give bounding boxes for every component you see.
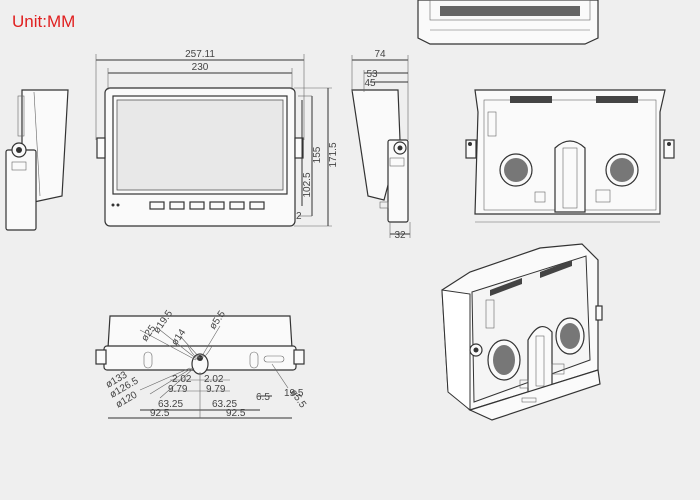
dim-height-body: 155 <box>312 146 323 163</box>
dim-92-5-left: 92.5 <box>150 408 170 419</box>
dim-width-total: 257.11 <box>185 49 215 60</box>
iso-speaker-left <box>487 339 521 381</box>
dim-height-screen: 102.5 <box>302 172 313 197</box>
side-view: 74 53 45 32 <box>351 49 411 241</box>
dim-2-02-left: 2.02 <box>172 374 192 385</box>
iso-speaker-right <box>555 317 585 355</box>
front-view: 257.11 230 171.5 155 102.5 2 <box>95 49 339 227</box>
rear-speaker-right <box>605 153 639 187</box>
rear-speaker-left <box>499 153 533 187</box>
dim-2-02-right: 2.02 <box>204 374 224 385</box>
dim-depth-mid: 53 <box>366 69 378 80</box>
dim-92-5-right: 92.5 <box>226 408 246 419</box>
iso-vents <box>490 260 572 296</box>
dim-9-79-right: 9.79 <box>206 384 226 395</box>
rear-vents <box>510 96 638 103</box>
unit-label: Unit:MM <box>12 12 76 31</box>
dim-9-79-left: 9.79 <box>168 384 188 395</box>
dim-depth-inner: 45 <box>364 78 376 89</box>
dim-bottom-offset: 2 <box>296 211 302 222</box>
rear-view <box>465 89 675 223</box>
dim-6-5: 6.5 <box>256 392 270 403</box>
bottom-view: ø25 ø19.5 ø14 ø5.5 2.02 2.02 9.79 9.79 ø… <box>95 308 308 419</box>
isometric-view <box>441 243 603 421</box>
bottom-slots <box>143 351 285 369</box>
top-cropped-view <box>417 0 599 45</box>
dim-63-25-right: 63.25 <box>212 399 237 410</box>
dim-height-total: 171.5 <box>328 142 339 167</box>
dim-depth-base: 32 <box>394 230 406 241</box>
left-side-view <box>5 89 69 231</box>
dim-width-screen: 230 <box>192 62 209 73</box>
dim-depth-total: 74 <box>374 49 386 60</box>
dim-19-5: 19.5 <box>284 388 304 399</box>
front-button-row <box>111 201 265 210</box>
dim-63-25-left: 63.25 <box>158 399 183 410</box>
